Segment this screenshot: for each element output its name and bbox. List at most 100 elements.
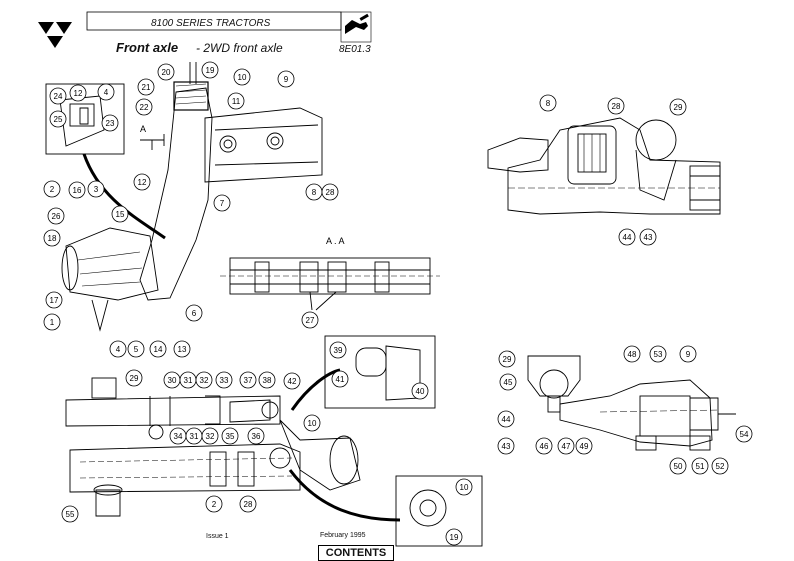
callout-5: 5 — [127, 340, 145, 358]
callout-8: 8 — [539, 94, 557, 112]
svg-text:4: 4 — [116, 345, 121, 354]
callout-21: 21 — [137, 78, 155, 96]
svg-text:52: 52 — [716, 462, 725, 471]
svg-text:29: 29 — [503, 355, 512, 364]
callout-38: 38 — [258, 371, 276, 389]
svg-text:5: 5 — [134, 345, 139, 354]
svg-text:10: 10 — [460, 483, 469, 492]
callout-6: 6 — [185, 304, 203, 322]
svg-text:29: 29 — [674, 103, 683, 112]
callout-19: 19 — [445, 528, 463, 546]
callout-26: 26 — [47, 207, 65, 225]
callout-24: 24 — [49, 87, 67, 105]
callout-42: 42 — [283, 372, 301, 390]
svg-text:35: 35 — [226, 432, 235, 441]
callout-10: 10 — [233, 68, 251, 86]
svg-text:49: 49 — [580, 442, 589, 451]
callout-39: 39 — [329, 341, 347, 359]
svg-text:26: 26 — [52, 212, 61, 221]
callout-8: 8 — [305, 183, 323, 201]
svg-text:9: 9 — [686, 350, 691, 359]
callout-41: 41 — [331, 370, 349, 388]
svg-text:37: 37 — [244, 376, 253, 385]
callout-22: 22 — [135, 98, 153, 116]
svg-text:16: 16 — [73, 186, 82, 195]
callout-2: 2 — [205, 495, 223, 513]
callout-25: 25 — [49, 110, 67, 128]
callout-30: 30 — [163, 371, 181, 389]
callout-19: 19 — [201, 61, 219, 79]
callout-54: 54 — [735, 425, 753, 443]
upper-right-assembly — [487, 117, 721, 215]
svg-text:43: 43 — [644, 233, 653, 242]
svg-text:12: 12 — [138, 178, 147, 187]
triangles-logo-icon — [38, 22, 72, 48]
callout-11: 11 — [227, 92, 245, 110]
svg-text:20: 20 — [162, 68, 171, 77]
svg-text:22: 22 — [140, 103, 149, 112]
section-arrow-label: A — [140, 124, 146, 134]
callout-32: 32 — [201, 427, 219, 445]
svg-text:24: 24 — [54, 92, 63, 101]
svg-text:53: 53 — [654, 350, 663, 359]
callout-17: 17 — [45, 291, 63, 309]
svg-text:28: 28 — [244, 500, 253, 509]
callout-29: 29 — [498, 350, 516, 368]
svg-text:10: 10 — [238, 73, 247, 82]
callout-28: 28 — [321, 183, 339, 201]
svg-text:44: 44 — [502, 415, 511, 424]
svg-text:2: 2 — [50, 185, 55, 194]
svg-text:32: 32 — [206, 432, 215, 441]
page-subtitle: - 2WD front axle — [196, 41, 283, 55]
callout-2: 2 — [43, 180, 61, 198]
svg-text:41: 41 — [336, 375, 345, 384]
callout-55: 55 — [61, 505, 79, 523]
inset-leader-upper — [290, 368, 341, 411]
svg-text:33: 33 — [220, 376, 229, 385]
svg-text:36: 36 — [252, 432, 261, 441]
callout-10: 10 — [455, 478, 473, 496]
callout-23: 23 — [101, 114, 119, 132]
callout-12: 12 — [133, 173, 151, 191]
svg-text:13: 13 — [178, 345, 187, 354]
callout-31: 31 — [185, 427, 203, 445]
svg-text:27: 27 — [306, 316, 315, 325]
callout-14: 14 — [149, 340, 167, 358]
svg-text:39: 39 — [334, 346, 343, 355]
svg-text:43: 43 — [502, 442, 511, 451]
callout-46: 46 — [535, 437, 553, 455]
callout-29: 29 — [125, 369, 143, 387]
issue-label: Issue 1 — [206, 533, 229, 540]
svg-text:29: 29 — [130, 374, 139, 383]
svg-text:50: 50 — [674, 462, 683, 471]
svg-text:10: 10 — [308, 419, 317, 428]
svg-text:19: 19 — [206, 66, 215, 75]
svg-text:7: 7 — [220, 199, 225, 208]
svg-text:47: 47 — [562, 442, 571, 451]
svg-text:42: 42 — [288, 377, 297, 386]
callout-49: 49 — [575, 437, 593, 455]
callout-40: 40 — [411, 382, 429, 400]
svg-text:14: 14 — [154, 345, 163, 354]
callout-7: 7 — [213, 194, 231, 212]
section-aa-drawing — [220, 257, 440, 311]
callout-35: 35 — [221, 427, 239, 445]
callout-34: 34 — [169, 427, 187, 445]
callout-27: 27 — [301, 311, 319, 329]
svg-text:19: 19 — [450, 533, 459, 542]
callout-28: 28 — [239, 495, 257, 513]
contents-button[interactable]: CONTENTS — [318, 545, 394, 561]
callout-12: 12 — [69, 84, 87, 102]
svg-text:4: 4 — [104, 88, 109, 97]
callout-44: 44 — [618, 228, 636, 246]
svg-text:2: 2 — [212, 500, 217, 509]
callout-37: 37 — [239, 371, 257, 389]
callout-31: 31 — [179, 371, 197, 389]
callout-53: 53 — [649, 345, 667, 363]
svg-text:44: 44 — [623, 233, 632, 242]
svg-text:30: 30 — [168, 376, 177, 385]
svg-text:9: 9 — [284, 75, 289, 84]
page-code: 8E01.3 — [339, 44, 371, 55]
callout-1: 1 — [43, 313, 61, 331]
